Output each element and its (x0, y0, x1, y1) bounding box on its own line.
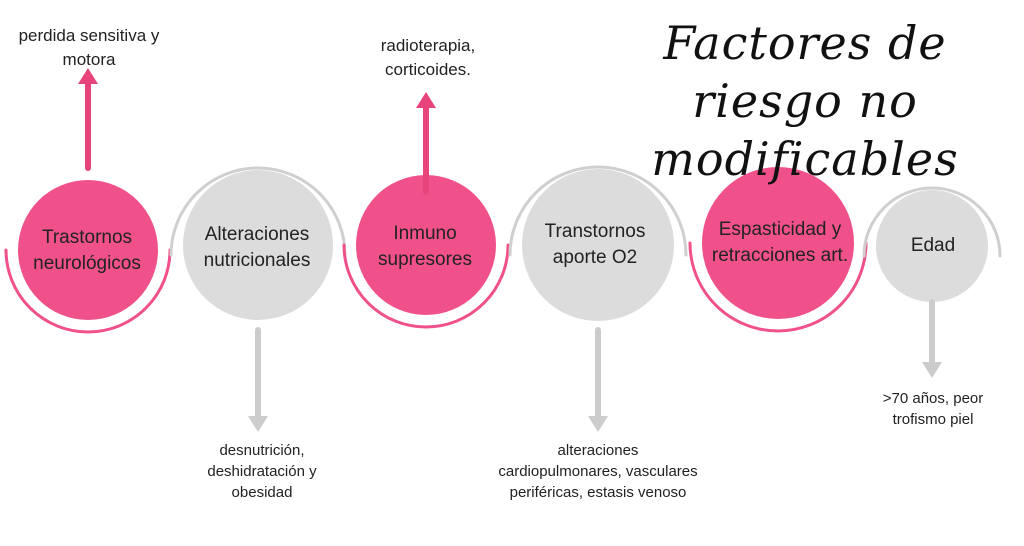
title-line-1: Factores de riesgo no (663, 16, 947, 128)
note-trastornos: perdida sensitiva y motora (18, 26, 160, 69)
node-circle-espasticidad (702, 167, 854, 319)
node-circle-trastornos (18, 180, 158, 320)
arrow-head-transtornos-o2 (588, 416, 608, 432)
node-circle-transtornos-o2 (522, 169, 674, 321)
node-label-espasticidad: Espasticidad y retracciones art. (711, 219, 849, 266)
node-label-alteraciones: Alteraciones nutricionales (203, 224, 311, 271)
node-label-inmuno: Inmuno supresores (378, 223, 472, 270)
note-inmuno: radioterapia, corticoides. (380, 36, 476, 79)
note-edad: >70 años, peor trofismo piel (882, 390, 984, 428)
page-title: Factores de riesgo no modificables (590, 14, 1020, 188)
node-label-transtornos-o2: Transtornos aporte O2 (544, 221, 646, 268)
arrow-head-inmuno (416, 92, 436, 108)
node-arc-trastornos (4, 248, 172, 334)
arrow-head-trastornos (78, 68, 98, 84)
note-transtornos-o2: alteraciones cardiopulmonares, vasculare… (498, 442, 698, 501)
arrow-head-alteraciones (248, 416, 268, 432)
note-alteraciones: desnutrición, deshidratación y obesidad (207, 442, 317, 501)
node-arc-edad (862, 186, 1002, 258)
node-circle-edad (876, 190, 988, 302)
node-arc-espasticidad (688, 241, 868, 333)
node-arc-transtornos-o2 (508, 165, 688, 257)
node-label-edad: Edad (910, 235, 956, 256)
node-arc-inmuno (342, 243, 510, 329)
node-label-trastornos: Trastornos neurológicos (33, 227, 141, 274)
node-circle-alteraciones (183, 170, 333, 320)
node-arc-alteraciones (169, 166, 347, 257)
node-circle-inmuno (356, 175, 496, 315)
title-line-2: modificables (651, 132, 959, 186)
arrow-head-edad (922, 362, 942, 378)
